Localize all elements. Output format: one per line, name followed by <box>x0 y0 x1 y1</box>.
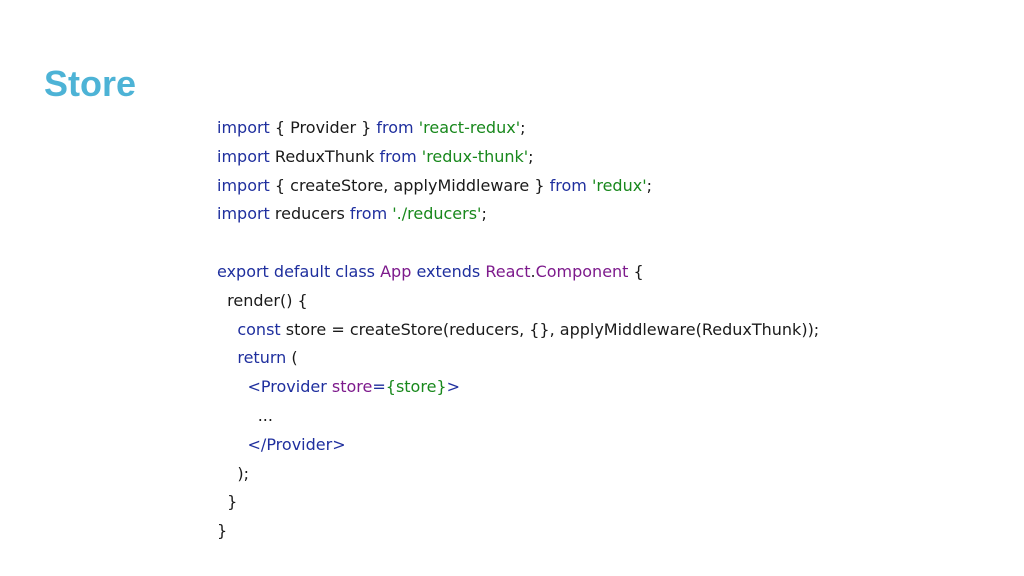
code-token: . <box>530 261 536 281</box>
code-token: return <box>237 348 287 368</box>
code-token: import <box>217 118 270 137</box>
code-token: from <box>349 204 388 224</box>
code-token: store = createStore(reducers, {}, applyM… <box>280 319 820 339</box>
code-token: 'redux' <box>591 175 647 195</box>
code-token <box>217 435 248 454</box>
code-token: App <box>380 261 412 281</box>
code-token: ( <box>286 348 298 368</box>
code-line: } <box>217 517 819 546</box>
code-token <box>217 377 248 396</box>
code-token: <Provider <box>247 377 327 397</box>
code-token: reducers <box>269 204 350 224</box>
code-line: ); <box>217 460 819 489</box>
code-token: './reducers' <box>392 204 482 224</box>
code-token: ; <box>646 175 652 195</box>
code-token: export default class <box>217 261 376 281</box>
code-token: from <box>376 118 414 137</box>
code-line: ... <box>217 402 819 431</box>
code-token: > <box>446 377 460 397</box>
code-line: import ReduxThunk from 'redux-thunk'; <box>217 143 819 172</box>
code-token: Component <box>535 261 629 281</box>
code-token: ... <box>217 405 273 425</box>
code-line: </Provider> <box>217 431 819 460</box>
code-token: from <box>549 175 587 195</box>
code-block: import { Provider } from 'react-redux';i… <box>217 114 819 546</box>
code-token: React <box>485 261 531 281</box>
slide-title: Store <box>44 63 137 104</box>
code-token: ; <box>528 146 534 166</box>
code-token: { <box>628 261 644 281</box>
code-token: import <box>217 146 270 166</box>
code-line <box>217 229 819 258</box>
code-token <box>217 320 237 339</box>
code-token: ); <box>217 463 249 483</box>
code-token: store <box>331 377 373 397</box>
code-line: export default class App extends React.C… <box>217 258 819 287</box>
code-line: return ( <box>217 344 819 373</box>
code-line: <Provider store={store}> <box>217 373 819 402</box>
code-token: = <box>372 377 386 397</box>
code-token: </Provider> <box>247 434 346 454</box>
code-token: {store} <box>385 377 447 397</box>
code-token: 'react-redux' <box>418 118 521 137</box>
code-token: const <box>237 319 281 339</box>
code-line: const store = createStore(reducers, {}, … <box>217 316 819 345</box>
code-token: 'redux-thunk' <box>421 146 529 166</box>
code-token: } <box>217 492 238 512</box>
code-line: } <box>217 488 819 517</box>
code-token: ; <box>481 204 487 224</box>
code-token: render() { <box>217 290 308 310</box>
code-token: ; <box>520 118 526 137</box>
code-token: { Provider } <box>269 118 377 137</box>
code-token: { createStore, applyMiddleware } <box>269 175 550 195</box>
code-token: import <box>217 204 270 224</box>
code-token: ReduxThunk <box>269 146 380 166</box>
code-line: import { Provider } from 'react-redux'; <box>217 114 819 143</box>
code-line: import { createStore, applyMiddleware } … <box>217 172 819 201</box>
code-line: render() { <box>217 287 819 316</box>
code-token: } <box>217 521 228 541</box>
code-token: import <box>217 175 270 195</box>
code-token: extends <box>416 261 481 281</box>
code-line: import reducers from './reducers'; <box>217 200 819 229</box>
code-token: from <box>379 146 417 166</box>
code-token <box>217 348 237 367</box>
